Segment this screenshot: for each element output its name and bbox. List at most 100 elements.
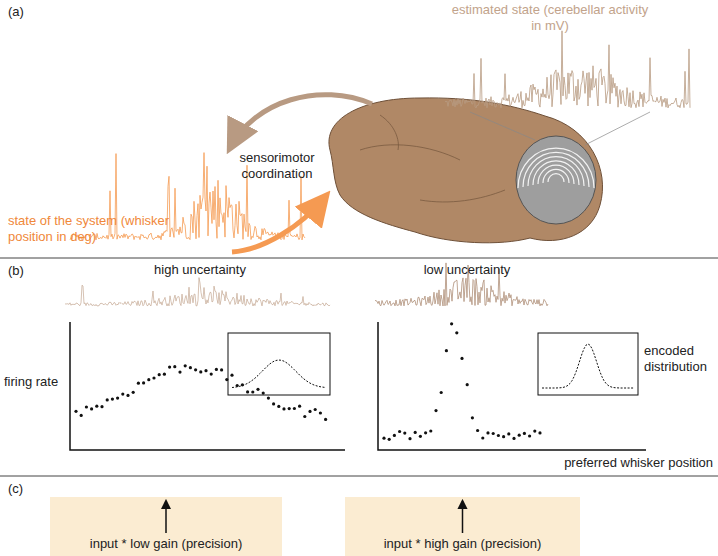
firing-rate-dot xyxy=(282,407,285,410)
brain xyxy=(329,98,603,243)
condition-title: high uncertainty xyxy=(125,262,275,278)
firing-rate-dot xyxy=(466,383,469,386)
firing-rate-dot xyxy=(220,368,223,371)
firing-rate-dot xyxy=(74,410,77,413)
firing-rate-dot xyxy=(126,394,129,397)
firing-rate-dot xyxy=(236,384,239,387)
firing-rate-dot xyxy=(486,431,489,434)
firing-rate-dot xyxy=(419,435,422,438)
firing-rate-dot xyxy=(277,405,280,408)
firing-rate-dot xyxy=(293,407,296,410)
firing-rate-dot xyxy=(178,371,181,374)
panel-letter: (c) xyxy=(8,481,48,497)
gain-box: input * high gain (precision) xyxy=(345,497,580,556)
encoded-distribution-curve xyxy=(232,360,326,387)
firing-rate-dot xyxy=(246,390,249,393)
folium-line xyxy=(538,165,574,184)
inset-box xyxy=(228,333,330,395)
firing-rate-dot xyxy=(450,322,453,325)
firing-rate-dot xyxy=(518,434,521,437)
firing-rate-dot xyxy=(303,415,306,418)
firing-rate-dot xyxy=(230,374,233,377)
firing-rate-dot xyxy=(215,368,218,371)
plot-axes xyxy=(70,322,345,450)
firing-rate-dot xyxy=(460,357,463,360)
process-label: sensorimotor coordination xyxy=(232,150,322,181)
folium-line xyxy=(518,148,594,188)
folium-line xyxy=(548,174,564,182)
firing-rate-dot xyxy=(267,397,270,400)
firing-rate-dot xyxy=(158,373,161,376)
firing-rate-dot xyxy=(256,388,259,391)
firing-rate-dot xyxy=(132,391,135,394)
firing-rate-dot xyxy=(434,409,437,412)
firing-rate-dot xyxy=(408,437,411,440)
firing-rate-dot xyxy=(137,382,140,385)
scatter-dots xyxy=(74,322,541,441)
firing-rate-dot xyxy=(492,432,495,435)
folium-line xyxy=(523,152,589,187)
firing-rate-dot xyxy=(512,437,515,440)
firing-rate-dot xyxy=(393,434,396,437)
plot-axes xyxy=(378,322,646,450)
firing-rate-dot xyxy=(388,438,391,441)
firing-rate-dot xyxy=(314,408,317,411)
firing-rate-dot xyxy=(319,411,322,414)
firing-rate-dot xyxy=(106,398,109,401)
firing-rate-dot xyxy=(189,366,192,369)
leader-line xyxy=(470,112,535,140)
firing-rate-dot xyxy=(262,392,265,395)
firing-rate-dot xyxy=(204,369,207,372)
firing-rate-dot xyxy=(471,416,474,419)
gain-text: input * low gain (precision) xyxy=(50,536,282,551)
firing-rate-dot xyxy=(298,405,301,408)
firing-rate-dot xyxy=(199,370,202,373)
firing-rate-dot xyxy=(85,405,88,408)
estimated-state-label: estimated state (cerebellar activity in … xyxy=(450,2,650,33)
separator xyxy=(0,258,718,259)
firing-rate-dot xyxy=(147,378,150,381)
activity-trace xyxy=(445,31,690,108)
firing-rate-dot xyxy=(440,391,443,394)
firing-rate-dot xyxy=(528,434,531,437)
inset-label: encoded distribution xyxy=(644,343,716,374)
firing-rate-dot xyxy=(324,418,327,421)
gain-box: input * low gain (precision) xyxy=(50,497,282,556)
firing-rate-dot xyxy=(481,436,484,439)
firing-rate-dot xyxy=(168,366,171,369)
firing-rate-dot xyxy=(173,365,176,368)
firing-rate-dot xyxy=(507,432,510,435)
firing-rate-dot xyxy=(497,434,500,437)
firing-rate-dot xyxy=(455,331,458,334)
up-arrow xyxy=(165,501,167,533)
firing-rate-dot xyxy=(523,432,526,435)
feedback-arrow xyxy=(230,95,372,148)
firing-rate-dot xyxy=(403,432,406,435)
firing-rate-dot xyxy=(163,373,166,376)
cerebellum xyxy=(516,136,596,224)
firing-rate-dot xyxy=(210,373,213,376)
folium-line xyxy=(528,157,584,186)
firing-rate-dot xyxy=(142,381,145,384)
firing-rate-dot xyxy=(121,393,124,396)
activity-trace xyxy=(375,263,548,306)
activity-trace xyxy=(65,278,330,306)
panel-letter: (b) xyxy=(8,263,48,279)
firing-rate-dot xyxy=(424,431,427,434)
firing-rate-dot xyxy=(414,431,417,434)
firing-rate-dot xyxy=(398,430,401,433)
firing-rate-dot xyxy=(476,429,479,432)
cerebellum-folia xyxy=(518,148,594,188)
folium-line xyxy=(543,169,569,183)
firing-rate-dot xyxy=(502,435,505,438)
gain-text: input * high gain (precision) xyxy=(345,536,580,551)
panel-letter: (a) xyxy=(8,4,48,20)
system-state-label: state of the system (whisker position in… xyxy=(8,213,183,244)
inset-box xyxy=(538,333,638,395)
firing-rate-dot xyxy=(533,430,536,433)
firing-rate-dot xyxy=(445,349,448,352)
firing-rate-dot xyxy=(90,407,93,410)
brain-fold xyxy=(360,115,505,202)
firing-rate-dot xyxy=(225,378,228,381)
